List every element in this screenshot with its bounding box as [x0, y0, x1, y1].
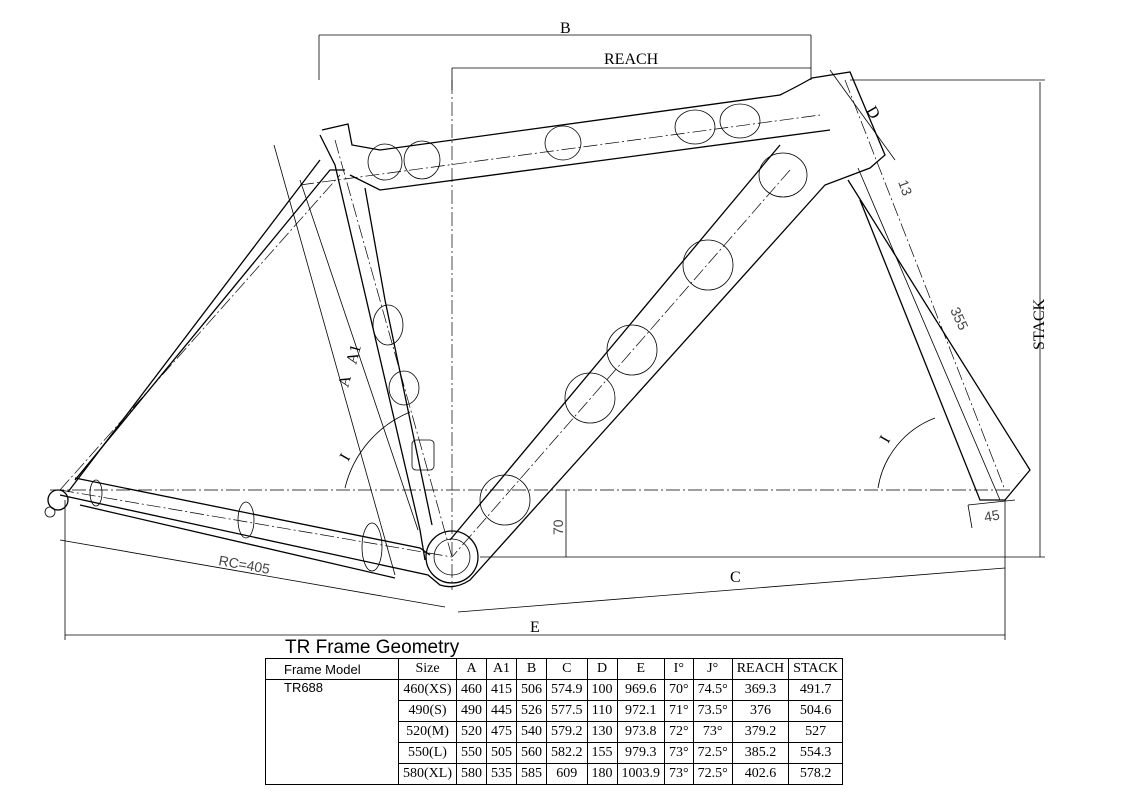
- table-cell: 100: [586, 679, 618, 701]
- table-cell: 415: [486, 679, 517, 701]
- dim-label-c: C: [730, 569, 741, 586]
- table-cell: 379.2: [731, 721, 790, 743]
- frame-model-cell: [265, 763, 399, 785]
- table-cell: 969.6: [616, 679, 665, 701]
- table-cell: 972.1: [616, 700, 665, 722]
- frame-model-cell: [265, 742, 399, 764]
- table-cell: 460: [456, 679, 487, 701]
- table-cell: 504.6: [788, 700, 843, 722]
- table-cell: 550(L): [398, 742, 457, 764]
- column-header: Size: [398, 658, 457, 680]
- table-cell: 580(XL): [398, 763, 457, 785]
- dim-label-b: B: [560, 20, 571, 37]
- table-cell: 577.5: [546, 700, 588, 722]
- table-cell: 445: [486, 700, 517, 722]
- table-cell: 130: [586, 721, 618, 743]
- column-header: Frame Model: [265, 658, 399, 680]
- dim-label-355: 355: [947, 305, 971, 333]
- dim-label-stack: STACK: [1031, 298, 1048, 350]
- column-header: E: [616, 658, 665, 680]
- table-cell: 402.6: [731, 763, 790, 785]
- table-cell: 155: [586, 742, 618, 764]
- dim-label-a: A: [335, 373, 355, 389]
- table-cell: 72°: [664, 721, 694, 743]
- table-cell: 376: [731, 700, 790, 722]
- column-header: STACK: [788, 658, 843, 680]
- column-header: I°: [664, 658, 694, 680]
- table-cell: 527: [788, 721, 843, 743]
- table-cell: 490(S): [398, 700, 457, 722]
- column-header: C: [546, 658, 588, 680]
- table-cell: 70°: [664, 679, 694, 701]
- column-header: A: [456, 658, 487, 680]
- dim-label-13: 13: [895, 178, 915, 198]
- table-title: TR Frame Geometry: [285, 637, 460, 658]
- table-cell: 490: [456, 700, 487, 722]
- column-header: J°: [692, 658, 733, 680]
- angle-label-i-right: I: [877, 433, 894, 446]
- table-cell: 554.3: [788, 742, 843, 764]
- frame-model-cell: TR688: [265, 679, 399, 701]
- table-cell: 535: [486, 763, 517, 785]
- table-cell: 74.5°: [692, 679, 733, 701]
- center-lines: [50, 79, 1012, 590]
- table-cell: 71°: [664, 700, 694, 722]
- table-cell: 1003.9: [616, 763, 665, 785]
- table-cell: 520(M): [398, 721, 457, 743]
- table-cell: 73°: [664, 763, 694, 785]
- table-cell: 585: [516, 763, 547, 785]
- frame-outline: [44, 71, 1031, 588]
- dim-label-45: 45: [983, 506, 1001, 524]
- table-cell: 574.9: [546, 679, 588, 701]
- table-cell: 73°: [664, 742, 694, 764]
- angle-label-i-left: I: [337, 451, 354, 464]
- table-cell: 973.8: [616, 721, 665, 743]
- table-cell: 505: [486, 742, 517, 764]
- table-cell: 475: [486, 721, 517, 743]
- table-cell: 72.5°: [692, 742, 733, 764]
- table-cell: 73°: [692, 721, 733, 743]
- table-cell: 369.3: [731, 679, 790, 701]
- table-cell: 582.2: [546, 742, 588, 764]
- table-cell: 578.2: [788, 763, 843, 785]
- table-cell: 110: [586, 700, 618, 722]
- table-cell: 540: [516, 721, 547, 743]
- dimension-lines: [59, 34, 1045, 640]
- table-cell: 180: [586, 763, 618, 785]
- table-cell: 506: [516, 679, 547, 701]
- table-cell: 491.7: [788, 679, 843, 701]
- table-cell: 560: [516, 742, 547, 764]
- table-cell: 609: [546, 763, 588, 785]
- column-header: REACH: [731, 658, 790, 680]
- frame-model-cell: [265, 700, 399, 722]
- table-cell: 526: [516, 700, 547, 722]
- table-cell: 385.2: [731, 742, 790, 764]
- table-cell: 979.3: [616, 742, 665, 764]
- table-cell: 73.5°: [692, 700, 733, 722]
- column-header: B: [516, 658, 547, 680]
- table-cell: 550: [456, 742, 487, 764]
- column-header: A1: [486, 658, 517, 680]
- table-cell: 72.5°: [692, 763, 733, 785]
- column-header: D: [586, 658, 618, 680]
- dim-label-70: 70: [550, 519, 566, 535]
- dim-label-rc: RC=405: [217, 552, 271, 577]
- table-cell: 520: [456, 721, 487, 743]
- dim-label-e: E: [530, 619, 540, 636]
- dim-label-reach: REACH: [604, 51, 659, 68]
- frame-model-cell: [265, 721, 399, 743]
- table-cell: 579.2: [546, 721, 588, 743]
- dim-label-a1: A1: [343, 343, 364, 366]
- table-cell: 460(XS): [398, 679, 457, 701]
- frame-geometry-drawing: B REACH D 13 355 STACK A A1 I I 70 45 C …: [44, 20, 1048, 640]
- table-cell: 580: [456, 763, 487, 785]
